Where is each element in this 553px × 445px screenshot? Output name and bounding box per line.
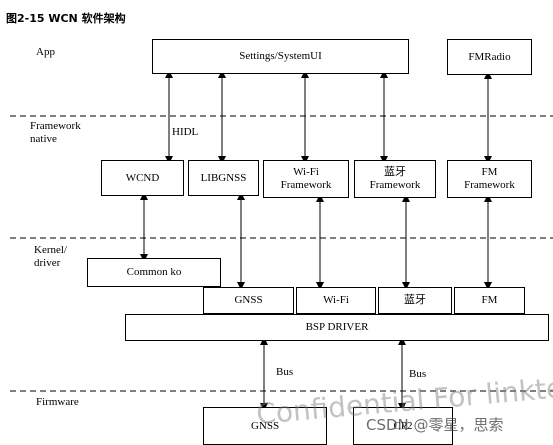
box-gnss-driver: GNSS <box>203 287 294 314</box>
box-settings-systemui: Settings/SystemUI <box>152 39 409 74</box>
layer-label-kernel: Kernel/ driver <box>34 244 67 269</box>
box-fm-framework: FM Framework <box>447 160 532 198</box>
layer-label-framework: Framework native <box>30 120 81 145</box>
box-fm-driver: FM <box>454 287 525 314</box>
box-bluetooth-framework: 蓝牙 Framework <box>354 160 436 198</box>
box-common-ko: Common ko <box>87 258 221 287</box>
box-fmradio: FMRadio <box>447 39 532 75</box>
figure-title: 图2-15 WCN 软件架构 <box>6 12 126 25</box>
box-wifi-driver: Wi-Fi <box>296 287 376 314</box>
edge-label-bus-cp2: Bus <box>409 368 427 380</box>
box-bluetooth-driver: 蓝牙 <box>378 287 452 314</box>
box-wifi-framework: Wi-Fi Framework <box>263 160 349 198</box>
edge-label-hidl: HIDL <box>172 126 199 138</box>
layer-label-app: App <box>36 46 55 58</box>
box-gnss-firmware: GNSS <box>203 407 327 445</box>
box-bsp-driver: BSP DRIVER <box>125 314 549 341</box>
box-cp2-firmware: CP2 <box>353 407 453 445</box>
box-libgnss: LIBGNSS <box>188 160 259 196</box>
box-wcnd: WCND <box>101 160 184 196</box>
layer-label-firmware: Firmware <box>36 396 79 408</box>
edge-label-bus-gnss: Bus <box>276 366 294 378</box>
watermark-csdn: CSDN @零星，思索 <box>366 416 504 434</box>
